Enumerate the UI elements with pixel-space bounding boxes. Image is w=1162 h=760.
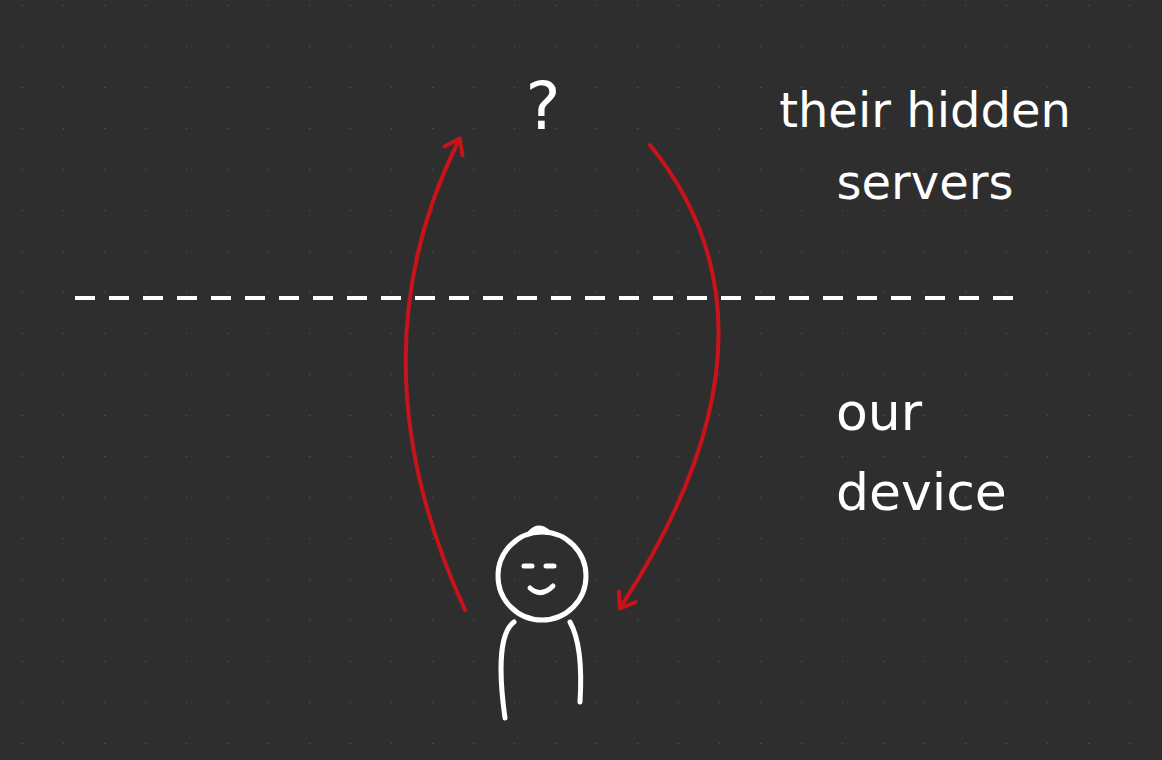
- person-eye: [546, 564, 554, 569]
- person-hair: [530, 528, 548, 533]
- person-figure: [498, 528, 586, 718]
- request-arrow: [406, 142, 465, 610]
- zone-label: their hidden servers: [742, 74, 1108, 218]
- question-mark: ?: [503, 62, 583, 152]
- person-head: [498, 532, 586, 620]
- person-body: [570, 622, 581, 702]
- person-eye: [524, 564, 532, 569]
- person-smile: [530, 586, 553, 593]
- person-body: [501, 622, 514, 718]
- zone-label: our device: [836, 372, 1086, 532]
- response-arrow: [622, 145, 719, 605]
- boundary-line: [75, 296, 1020, 300]
